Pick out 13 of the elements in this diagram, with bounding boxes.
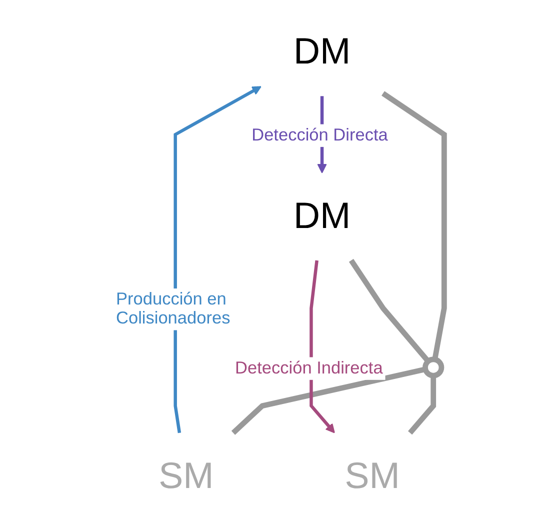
arrow xyxy=(310,260,335,434)
connector xyxy=(348,258,430,364)
node-text: SM xyxy=(158,456,214,497)
connector xyxy=(408,376,436,435)
edge-label: Producción en Colisionadores xyxy=(116,288,230,328)
edge-label: Detección Directa xyxy=(252,124,388,144)
node-circle xyxy=(422,356,444,378)
connector xyxy=(382,91,447,360)
node-text: DM xyxy=(293,196,351,237)
node-text: SM xyxy=(344,456,400,497)
edge-label: Detección Indirecta xyxy=(235,357,383,378)
arrow xyxy=(174,86,262,434)
node-text: DM xyxy=(293,31,351,72)
